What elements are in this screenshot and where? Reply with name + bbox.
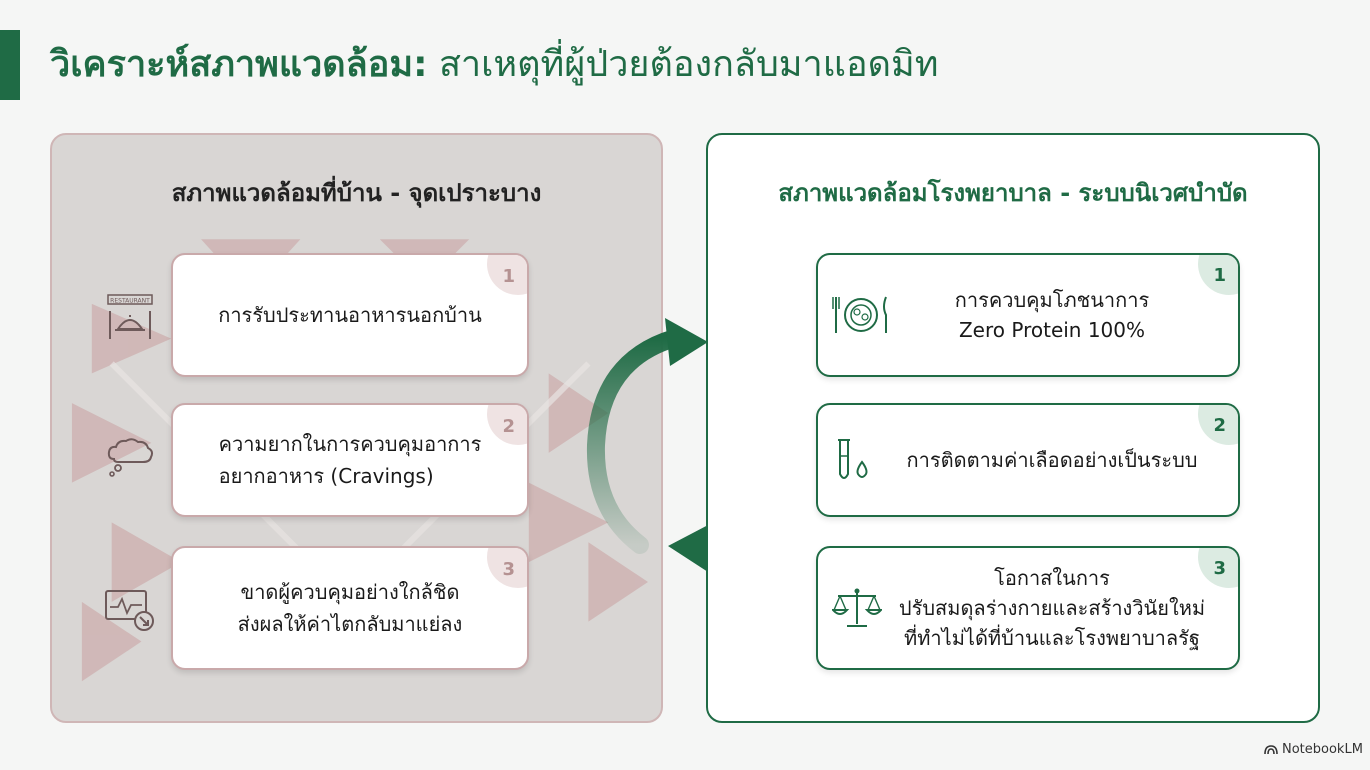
- title-accent-bar: [0, 30, 20, 100]
- balance-scale-icon: [832, 588, 882, 627]
- card-text-line: การควบคุมโภชนาการ: [954, 288, 1150, 312]
- card-text: ขาดผู้ควบคุมอย่างใกล้ชิด ส่งผลให้ค่าไตกล…: [214, 576, 487, 640]
- brand-label: NotebookLM: [1282, 742, 1363, 757]
- card-text: การควบคุมโภชนาการ Zero Protein 100%: [888, 255, 1216, 375]
- hospital-panel-heading: สภาพแวดล้อมโรงพยาบาล - ระบบนิเวศบำบัด: [778, 179, 1248, 207]
- home-card-2: 2 ความยากในการควบคุมอาการ อยากอาหาร (Cra…: [171, 403, 529, 517]
- home-card-3: 3 ขาดผู้ควบคุมอย่างใกล้ชิด ส่งผลให้ค่าไต…: [171, 546, 529, 670]
- card-number: 2: [502, 416, 515, 437]
- hospital-environment-panel: สภาพแวดล้อมโรงพยาบาล - ระบบนิเวศบำบัด 1 …: [706, 133, 1320, 723]
- blood-test-icon: [838, 439, 868, 479]
- card-text-line: Zero Protein 100%: [958, 318, 1146, 342]
- page-title-rest: สาเหตุที่ผู้ป่วยต้องกลับมาแอดมิท: [438, 44, 939, 85]
- card-text-line: ส่งผลให้ค่าไตกลับมาแย่ลง: [237, 612, 463, 636]
- home-environment-panel: สภาพแวดล้อมที่บ้าน - จุดเปราะบาง RESTAUR…: [50, 133, 663, 723]
- card-text: การรับประทานอาหารนอกบ้าน: [194, 299, 506, 331]
- card-text-line: ความยากในการควบคุมอาการ: [218, 432, 482, 456]
- card-text-line: การรับประทานอาหารนอกบ้าน: [218, 303, 482, 327]
- card-number: 2: [1213, 415, 1226, 436]
- card-text-line: ขาดผู้ควบคุมอย่างใกล้ชิด: [240, 580, 460, 604]
- page-title: วิเคราะห์สภาพแวดล้อม: สาเหตุที่ผู้ป่วยต้…: [50, 34, 1340, 96]
- meal-plate-icon: [832, 296, 887, 333]
- card-number: 1: [1213, 265, 1226, 286]
- card-number: 3: [1213, 558, 1226, 579]
- restaurant-icon: RESTAURANT: [107, 294, 153, 339]
- card-text: ความยากในการควบคุมอาการ อยากอาหาร (Cravi…: [195, 428, 506, 492]
- home-panel-heading: สภาพแวดล้อมที่บ้าน - จุดเปราะบาง: [171, 179, 542, 207]
- card-text: การติดตามค่าเลือดอย่างเป็นระบบ: [888, 405, 1216, 515]
- notebooklm-logo-icon: [1264, 745, 1278, 755]
- card-text: โอกาสในการ ปรับสมดุลร่างกายและสร้างวินัย…: [888, 548, 1216, 668]
- monitor-decline-icon: [105, 590, 154, 631]
- hospital-card-2: 2 การติดตามค่าเลือดอย่างเป็นระบบ: [816, 403, 1240, 517]
- restaurant-sign-text: RESTAURANT: [110, 298, 150, 305]
- card-text-line: ที่ทำไม่ได้ที่บ้านและโรงพยาบาลรัฐ: [904, 626, 1200, 650]
- card-text-line: ปรับสมดุลร่างกายและสร้างวินัยใหม่: [898, 596, 1206, 620]
- thought-cloud-icon: [107, 438, 153, 477]
- home-card-1: 1 การรับประทานอาหารนอกบ้าน: [171, 253, 529, 377]
- card-text-line: การติดตามค่าเลือดอย่างเป็นระบบ: [906, 448, 1198, 472]
- card-text-line: อยากอาหาร (Cravings): [218, 464, 434, 488]
- notebooklm-brand: NotebookLM: [1264, 742, 1363, 757]
- card-number: 3: [502, 559, 515, 580]
- card-number: 1: [502, 266, 515, 287]
- hospital-card-3: 3 โอกาสในการ ปรับสมดุลร่างกายและสร้างวิน…: [816, 546, 1240, 670]
- page-title-strong: วิเคราะห์สภาพแวดล้อม:: [50, 44, 428, 85]
- hospital-card-1: 1 การควบคุมโภชนาการ Zero Protein 100%: [816, 253, 1240, 377]
- card-text-line: โอกาสในการ: [994, 566, 1110, 590]
